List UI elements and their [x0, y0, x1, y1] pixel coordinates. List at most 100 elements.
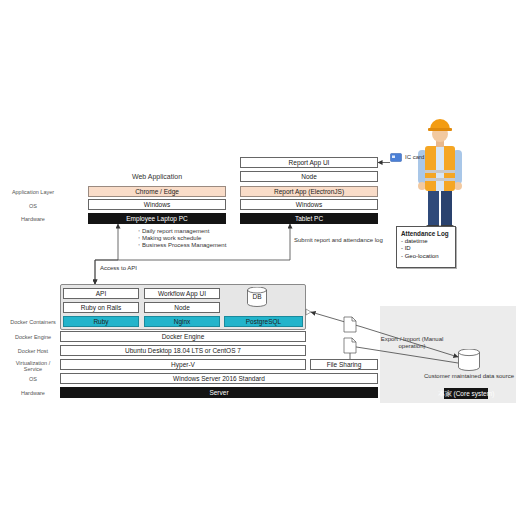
port-triangle [306, 309, 311, 315]
application-box: Report App (ElectronJS) [240, 186, 378, 197]
worker-illustration [418, 119, 462, 233]
node-text: Node [301, 173, 317, 180]
node-text: - ID [401, 245, 411, 253]
layer-label: OS [6, 376, 60, 382]
hardware-box: 本家 (Core system) [444, 388, 488, 399]
worker-leg [428, 188, 439, 226]
connector-line [350, 346, 458, 363]
node-text: DB [252, 293, 261, 300]
node-text: File Sharing [327, 361, 362, 368]
node-text: - datetime [401, 238, 428, 246]
layer-box: Hyper-V [60, 359, 306, 370]
layer-label: Hardware [6, 216, 60, 222]
vest-stripe [425, 170, 455, 173]
node-text: Nginx [174, 318, 191, 325]
layer-box: Windows [88, 199, 226, 210]
layer-label: Hardware [6, 390, 60, 396]
edge-label: Submit report and attendance log [294, 237, 383, 244]
note-text: ・Business Process Management [136, 242, 226, 249]
layer-box: File Sharing [310, 359, 378, 370]
edge-label: Export / Import (Manual operation) [380, 336, 444, 350]
layer-box: Docker Engine [60, 331, 306, 342]
note-box: Attendance Log- datetime- ID- Geo-locati… [396, 226, 456, 268]
layer-box: Report App UI [240, 157, 378, 168]
worker-leg [441, 188, 452, 226]
connector-line [311, 312, 458, 357]
node-text: Ubuntu Desktop 18.04 LTS or CentOS 7 [125, 347, 241, 354]
layer-box: Ubuntu Desktop 18.04 LTS or CentOS 7 [60, 345, 306, 356]
layer-label: Docker Containers [6, 319, 60, 325]
node-text: Customer maintained data source [424, 373, 514, 380]
layer-label: Docker Host [6, 348, 60, 354]
file-fold [352, 338, 356, 342]
hardware-box: Tablet PC [240, 213, 378, 224]
node-text: PostgreSQL [246, 318, 281, 325]
cylinder-body [459, 349, 480, 371]
file-icon [344, 317, 356, 332]
worker-hand [454, 182, 462, 190]
ic-card: IC card [390, 151, 438, 163]
node-text: Windows Server 2016 Standard [173, 375, 265, 382]
file-icon [344, 338, 356, 353]
node-text: Report App (ElectronJS) [274, 188, 344, 195]
card-body [391, 153, 402, 161]
layer-box: Windows [240, 199, 378, 210]
node-text: IC card [405, 154, 424, 161]
layer-label: OS [6, 203, 60, 209]
node-text: Hyper-V [171, 361, 195, 368]
node-text: Ruby [93, 318, 108, 325]
worker-vest [425, 146, 455, 191]
node-text: Employee Laptop PC [126, 215, 187, 222]
layer-box: Windows Server 2016 Standard [60, 373, 378, 384]
container-box: PostgreSQL [224, 316, 303, 327]
node-text: Docker Engine [162, 333, 205, 340]
section-heading: Web Application [132, 173, 182, 181]
note-text: ・Daily report management [136, 228, 209, 235]
layer-label: Application Layer [6, 189, 60, 195]
cylinder-outline [458, 349, 480, 371]
node-text: API [96, 290, 106, 297]
file-fold [352, 317, 356, 321]
cylinder-rim [248, 290, 267, 293]
layer-box: Workflow App UI [144, 288, 220, 299]
card-chip [392, 155, 395, 158]
cylinder-body [248, 287, 267, 307]
hardware-box: Server [60, 387, 378, 398]
worker-hand [418, 182, 426, 190]
vest-stripe [425, 178, 455, 181]
cylinder-rim [459, 352, 480, 355]
ic-card-icon [390, 153, 402, 162]
node-text: Windows [296, 201, 322, 208]
note-text: ・Making work schedule [136, 235, 201, 242]
hard-hat [430, 119, 450, 129]
hardware-box: Employee Laptop PC [88, 213, 226, 224]
application-box: Chrome / Edge [88, 186, 226, 197]
node-text: Chrome / Edge [135, 188, 179, 195]
worker-shirt [436, 146, 444, 191]
note-heading: Attendance Log [401, 230, 449, 238]
external-system-area [380, 306, 516, 403]
container-box: Nginx [144, 316, 220, 327]
connector-line [95, 224, 118, 284]
layer-box: Ruby on Rails [63, 302, 139, 313]
node-text: Server [209, 389, 228, 396]
node-text: Node [174, 304, 190, 311]
node-text: - Geo-location [401, 253, 439, 261]
hard-hat-brim [428, 128, 452, 131]
connector-line [378, 162, 390, 163]
node-text: Report App UI [289, 159, 330, 166]
layer-box: Node [144, 302, 220, 313]
connector-line [95, 224, 290, 284]
layer-box: API [63, 288, 139, 299]
node-text: Ruby on Rails [81, 304, 121, 311]
node-text: Workflow App UI [158, 290, 206, 297]
node-text: 本家 (Core system) [438, 390, 495, 397]
layer-label: Docker Engine [6, 334, 60, 340]
layer-box: Node [240, 171, 378, 182]
node-text: Tablet PC [295, 215, 323, 222]
edge-label: Access to API [100, 265, 137, 272]
docker-container-group: API Workflow App UI DB Ruby on Rails NodeRub… [60, 284, 306, 330]
database-cylinder: DB [247, 287, 267, 307]
